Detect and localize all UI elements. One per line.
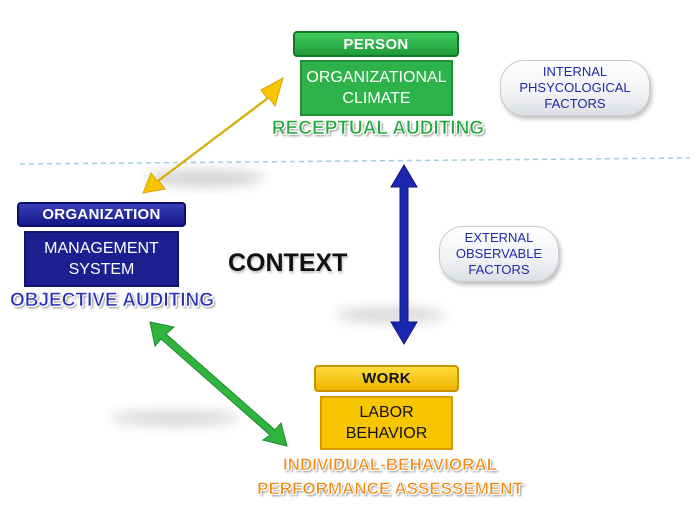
- box-line: CLIMATE: [342, 90, 411, 107]
- objective-auditing-caption: OBJECTIVE AUDITING: [9, 290, 215, 312]
- performance-assessment-caption: INDIVIDUAL-BEHAVIORAL PERFORMANCE ASSESS…: [228, 453, 552, 501]
- box-line: ORGANIZATIONAL: [306, 69, 447, 86]
- pill-line: OBSERVABLE: [455, 246, 543, 261]
- arrow-person-work: [390, 164, 418, 345]
- pill-line: FACTORS: [468, 262, 530, 277]
- context-label: CONTEXT: [228, 249, 348, 277]
- management-system-box: MANAGEMENT SYSTEM: [24, 231, 179, 287]
- box-line: MANAGEMENT: [44, 240, 159, 257]
- box-line: SYSTEM: [68, 261, 135, 278]
- labor-behavior-box: LABOR BEHAVIOR: [320, 396, 453, 450]
- caption-line: INDIVIDUAL-BEHAVIORAL: [282, 455, 498, 475]
- work-header: WORK: [314, 365, 459, 392]
- internal-factors-pill: INTERNAL PHSYCOLOGICAL FACTORS: [500, 60, 650, 116]
- arrow-organization-work: [149, 321, 288, 447]
- pill-line: EXTERNAL: [464, 230, 534, 245]
- dashed-separator: [19, 157, 691, 165]
- caption-line: PERFORMANCE ASSESSEMENT: [257, 479, 523, 499]
- organizational-climate-box: ORGANIZATIONAL CLIMATE: [300, 60, 453, 116]
- person-header: PERSON: [293, 31, 459, 57]
- pill-line: FACTORS: [544, 96, 606, 111]
- box-line: LABOR: [359, 404, 414, 421]
- pill-line: PHSYCOLOGICAL: [519, 80, 631, 95]
- receptual-auditing-caption: RECEPTUAL AUDITING: [271, 118, 485, 140]
- external-factors-pill: EXTERNAL OBSERVABLE FACTORS: [439, 226, 559, 282]
- pill-line: INTERNAL: [542, 64, 608, 79]
- arrow-person-organization: [142, 76, 284, 194]
- organization-header: ORGANIZATION: [17, 202, 186, 227]
- box-line: BEHAVIOR: [345, 425, 428, 442]
